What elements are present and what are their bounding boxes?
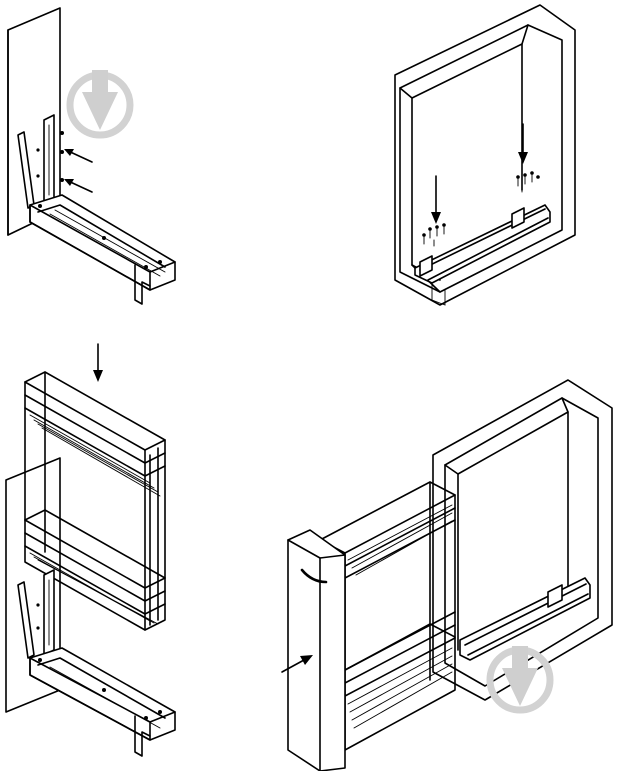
shield-down-arrow-icon <box>66 70 134 139</box>
bracket-icon <box>17 114 55 209</box>
cabinet-icon <box>432 379 613 701</box>
shield-down-arrow-icon <box>486 646 554 714</box>
step-3-panel <box>5 343 176 757</box>
handle-icon <box>300 568 328 584</box>
rail-icon <box>29 194 176 305</box>
cabinet-icon <box>394 4 576 306</box>
arrow-icon <box>281 655 313 673</box>
arrow-icon <box>93 343 103 382</box>
rail-icon <box>459 577 591 661</box>
arrow-icon <box>64 149 93 193</box>
rail-icon <box>29 647 176 757</box>
rail-icon <box>414 204 551 306</box>
screw-icon <box>422 171 540 247</box>
wire-basket-icon <box>24 371 166 631</box>
bracket-icon <box>17 569 55 659</box>
arrow-icon <box>431 123 528 224</box>
step-4-panel <box>281 379 613 771</box>
front-panel-icon <box>287 529 346 771</box>
screw-icon <box>36 131 64 182</box>
step-1-panel <box>7 7 176 305</box>
step-2-panel <box>394 4 576 306</box>
